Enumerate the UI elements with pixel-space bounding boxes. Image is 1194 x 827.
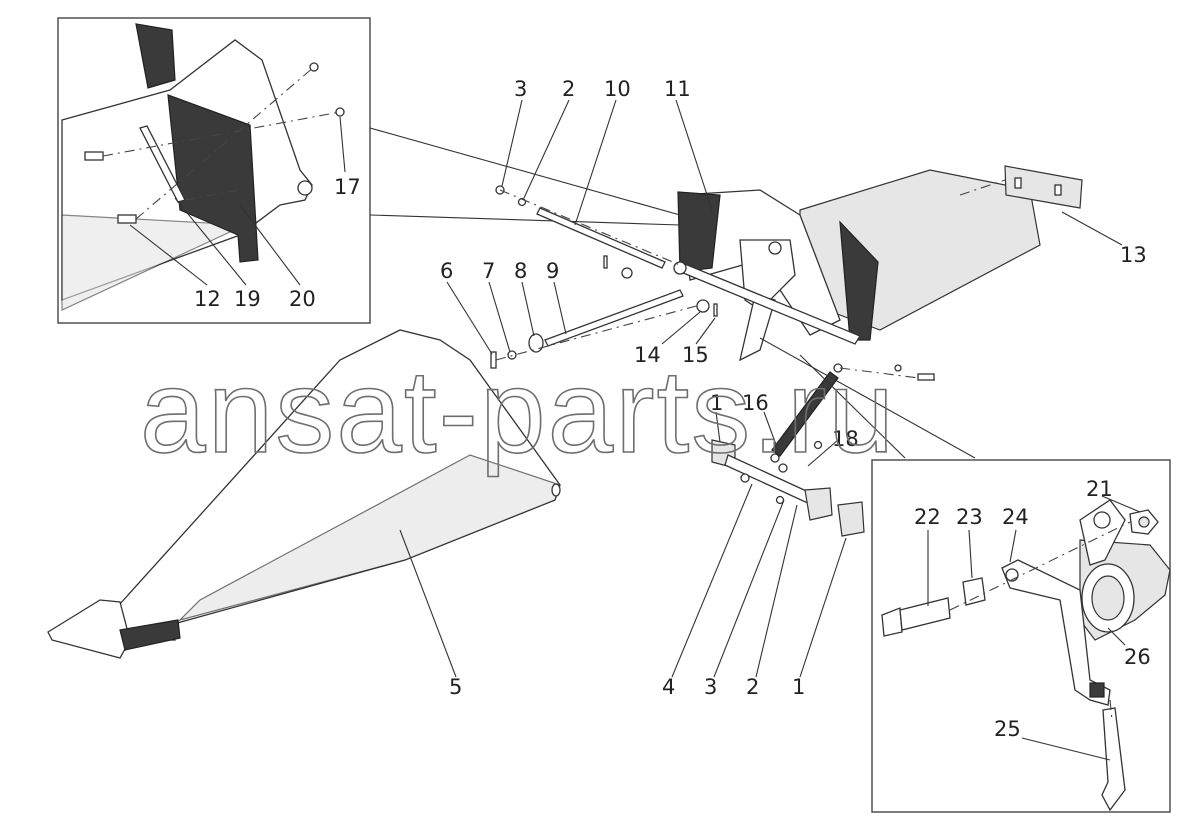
callout-8: 8 [514, 259, 527, 283]
callout-9: 9 [546, 259, 559, 283]
callout-3-top: 3 [514, 77, 527, 101]
callout-10: 10 [604, 77, 631, 101]
hinge-assembly [711, 439, 865, 537]
callout-19: 19 [234, 287, 261, 311]
callout-16: 16 [742, 391, 769, 415]
divider-cone-5 [47, 329, 561, 659]
callout-23: 23 [956, 505, 983, 529]
callout-20: 20 [289, 287, 316, 311]
callout-6: 6 [440, 259, 453, 283]
callout-21: 21 [1086, 477, 1113, 501]
detail-inset-top-left [57, 17, 371, 324]
callout-24: 24 [1002, 505, 1029, 529]
main-frame-assembly [673, 169, 1041, 362]
callout-12: 12 [194, 287, 221, 311]
callout-1-mid: 1 [710, 391, 723, 415]
callout-17: 17 [334, 175, 361, 199]
callout-3-bottom: 3 [704, 675, 717, 699]
callout-15: 15 [682, 343, 709, 367]
callout-2-top: 2 [562, 77, 575, 101]
callout-26: 26 [1124, 645, 1151, 669]
detail-inset-bottom-right [871, 459, 1171, 813]
callout-5: 5 [449, 675, 462, 699]
callout-22: 22 [914, 505, 941, 529]
callout-14: 14 [634, 343, 661, 367]
callout-25: 25 [994, 717, 1021, 741]
callout-1-bottom: 1 [792, 675, 805, 699]
callout-18: 18 [832, 427, 859, 451]
callout-4-bottom: 4 [662, 675, 675, 699]
watermark-text: ansat-parts.ru [140, 346, 896, 478]
callout-11: 11 [664, 77, 691, 101]
callout-2-bottom: 2 [746, 675, 759, 699]
callout-13: 13 [1120, 243, 1147, 267]
plate-20 [167, 94, 259, 263]
callout-7: 7 [482, 259, 495, 283]
